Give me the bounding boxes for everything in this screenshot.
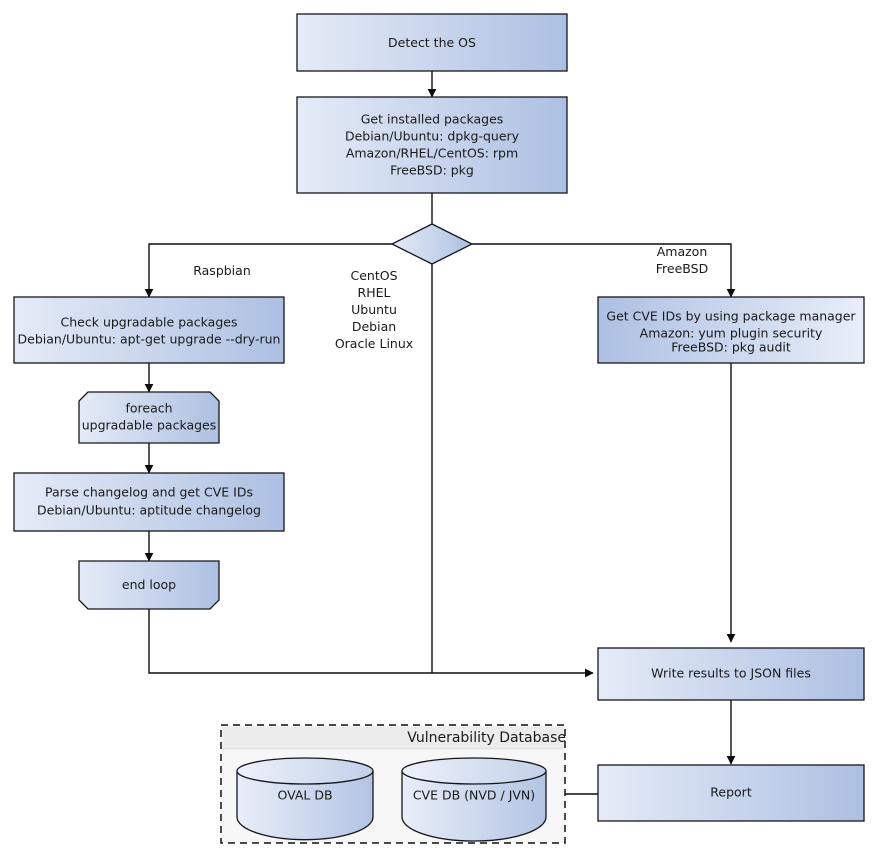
edge-label-right-branch-line-1: FreeBSD bbox=[656, 261, 708, 276]
node-foreach-loop-line-0: foreach bbox=[125, 401, 172, 416]
node-parse-changelog-line-1: Debian/Ubuntu: aptitude changelog bbox=[37, 503, 261, 518]
node-end-loop-label: end loop bbox=[122, 577, 176, 592]
node-check-upgradable-line-0: Check upgradable packages bbox=[61, 315, 238, 330]
group-vulnerability-database: Vulnerability Database OVAL DB CVE DB (N… bbox=[220, 724, 566, 844]
node-check-upgradable-line-1: Debian/Ubuntu: apt-get upgrade --dry-run bbox=[18, 332, 281, 347]
edge-label-middle-branch-line-0: CentOS bbox=[350, 268, 397, 283]
edge-label-right-branch: Amazon FreeBSD bbox=[656, 244, 708, 276]
node-check-upgradable[interactable]: Check upgradable packages Debian/Ubuntu:… bbox=[13, 296, 285, 364]
node-foreach-loop-line-1: upgradable packages bbox=[82, 418, 217, 433]
node-get-cve-ids-line-2: FreeBSD: pkg audit bbox=[671, 340, 791, 355]
node-foreach-loop[interactable]: foreach upgradable packages bbox=[78, 391, 220, 444]
edge-endloop-to-write bbox=[148, 609, 594, 678]
node-report-label: Report bbox=[710, 785, 752, 800]
node-get-installed-packages[interactable]: Get installed packages Debian/Ubuntu: dp… bbox=[296, 96, 568, 194]
node-end-loop[interactable]: end loop bbox=[78, 560, 220, 610]
edge-decision-to-get-cve bbox=[472, 243, 736, 298]
node-get-installed-packages-line-2: Amazon/RHEL/CentOS: rpm bbox=[346, 146, 518, 161]
node-get-cve-ids[interactable]: Get CVE IDs by using package manager Ama… bbox=[597, 296, 865, 364]
node-get-installed-packages-line-1: Debian/Ubuntu: dpkg-query bbox=[345, 129, 520, 144]
node-get-installed-packages-line-0: Get installed packages bbox=[361, 112, 504, 127]
node-parse-changelog[interactable]: Parse changelog and get CVE IDs Debian/U… bbox=[13, 472, 285, 532]
node-get-cve-ids-line-0: Get CVE IDs by using package manager bbox=[606, 309, 856, 324]
edge-label-middle-branch: CentOS RHEL Ubuntu Debian Oracle Linux bbox=[335, 268, 413, 351]
edge-label-middle-branch-line-3: Debian bbox=[352, 319, 396, 334]
node-write-results[interactable]: Write results to JSON files bbox=[597, 647, 865, 701]
node-get-cve-ids-line-1: Amazon: yum plugin security bbox=[640, 326, 823, 341]
db-cve-label: CVE DB (NVD / JVN) bbox=[413, 788, 535, 803]
edge-decision-to-check-upgradable bbox=[144, 243, 392, 298]
node-report[interactable]: Report bbox=[597, 764, 865, 822]
db-oval-label: OVAL DB bbox=[277, 788, 332, 803]
node-get-installed-packages-line-3: FreeBSD: pkg bbox=[390, 163, 474, 178]
edge-label-middle-branch-line-4: Oracle Linux bbox=[335, 336, 413, 351]
edge-label-left-branch: Raspbian bbox=[193, 263, 251, 278]
db-cve[interactable]: CVE DB (NVD / JVN) bbox=[401, 757, 547, 842]
edge-label-right-branch-line-0: Amazon bbox=[657, 244, 708, 259]
node-os-decision[interactable] bbox=[390, 223, 474, 265]
edge-label-left-branch-line-0: Raspbian bbox=[193, 263, 251, 278]
group-vulnerability-database-title: Vulnerability Database bbox=[407, 730, 566, 746]
node-detect-os[interactable]: Detect the OS bbox=[296, 13, 568, 72]
node-detect-os-label: Detect the OS bbox=[388, 35, 476, 50]
node-parse-changelog-line-0: Parse changelog and get CVE IDs bbox=[45, 485, 253, 500]
db-oval[interactable]: OVAL DB bbox=[236, 757, 374, 841]
edge-label-middle-branch-line-2: Ubuntu bbox=[351, 302, 397, 317]
edge-label-middle-branch-line-1: RHEL bbox=[358, 285, 391, 300]
node-write-results-label: Write results to JSON files bbox=[651, 666, 811, 681]
